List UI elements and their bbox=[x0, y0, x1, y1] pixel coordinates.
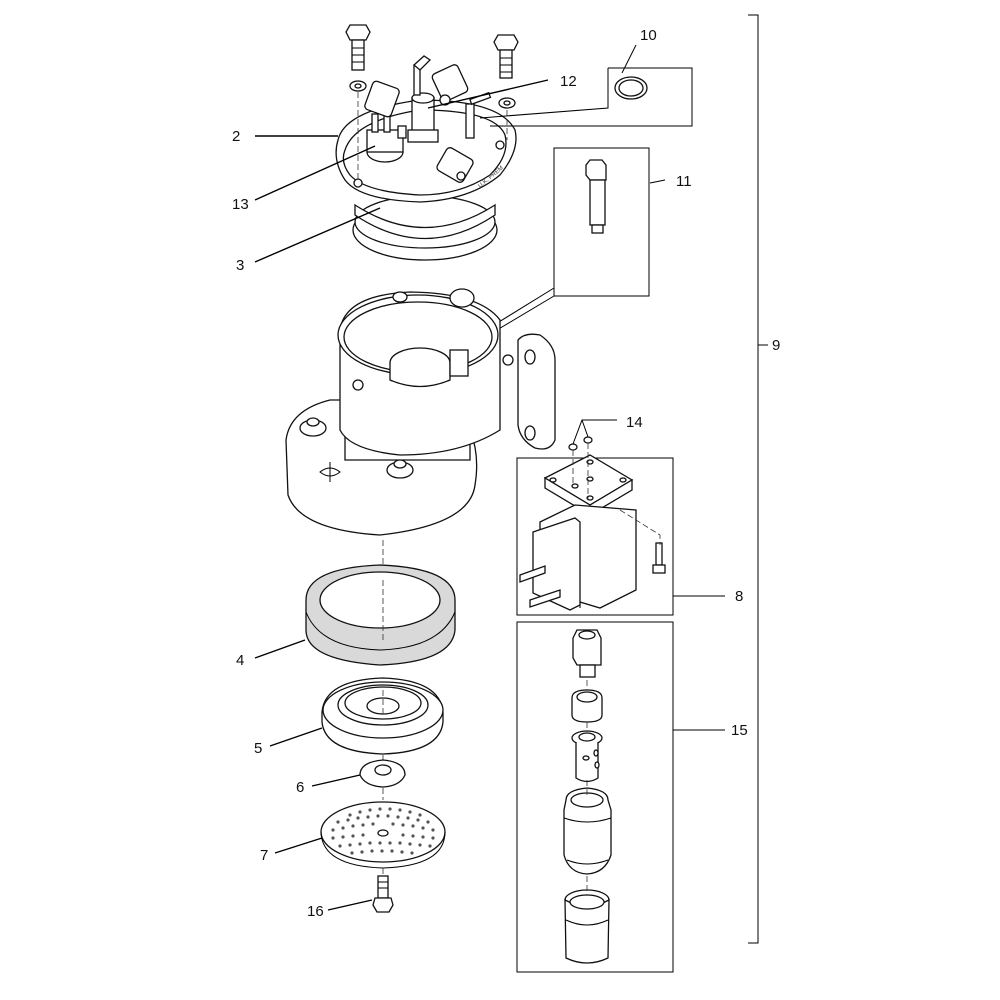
label-9: 9 bbox=[772, 337, 780, 354]
label-2: 2 bbox=[232, 128, 240, 145]
part-6-valve bbox=[359, 759, 406, 800]
label-12: 12 bbox=[560, 73, 577, 90]
label-14: 14 bbox=[626, 414, 643, 431]
part-7-shower bbox=[320, 801, 446, 878]
bolt-left bbox=[345, 24, 371, 180]
part-5-shower-holder bbox=[321, 677, 444, 765]
bolt-right bbox=[493, 34, 519, 140]
bracket-9 bbox=[748, 14, 768, 944]
label-5: 5 bbox=[254, 740, 262, 757]
part-8-solenoid-box bbox=[516, 419, 725, 616]
part-2-cover-plate: U.K. PREM bbox=[335, 55, 517, 261]
label-16: 16 bbox=[307, 903, 324, 920]
label-11: 11 bbox=[676, 173, 692, 190]
label-4: 4 bbox=[236, 652, 244, 669]
part-10-o-ring-box bbox=[479, 44, 693, 127]
label-13: 13 bbox=[232, 196, 249, 213]
label-10: 10 bbox=[640, 27, 657, 44]
part-4-gasket bbox=[305, 564, 456, 666]
leader-lines bbox=[254, 79, 549, 911]
part-16-screw bbox=[372, 875, 394, 913]
label-6: 6 bbox=[296, 779, 304, 796]
label-8: 8 bbox=[735, 588, 743, 605]
part-15-valve-parts-box bbox=[516, 621, 725, 973]
group-body bbox=[285, 288, 556, 565]
label-3: 3 bbox=[236, 257, 244, 274]
label-15: 15 bbox=[731, 722, 748, 739]
label-7: 7 bbox=[260, 847, 268, 864]
callout-labels: 2 3 4 5 6 7 8 9 10 11 12 13 14 15 16 bbox=[232, 27, 780, 920]
